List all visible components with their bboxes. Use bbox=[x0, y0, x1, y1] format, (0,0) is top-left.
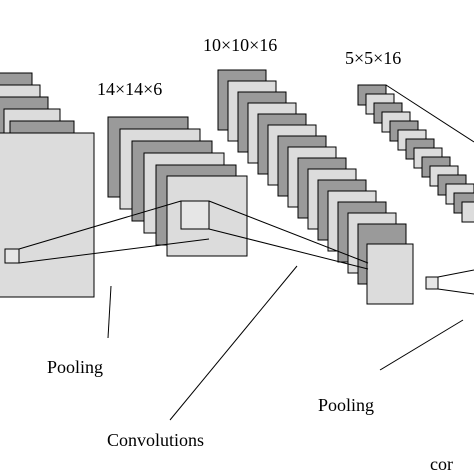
layer1-receptive-field bbox=[4, 248, 20, 264]
convolutions-leader bbox=[169, 265, 298, 421]
projection-line bbox=[208, 228, 369, 270]
layer2-dimension-label: 14×14×6 bbox=[97, 79, 162, 99]
labels: 14×14×6 10×10×16 5×5×16 Pooling Convolut… bbox=[47, 35, 453, 474]
partial-edge-label: cor bbox=[430, 454, 453, 474]
projection-line bbox=[208, 200, 369, 264]
projection-lines bbox=[18, 84, 474, 295]
projection-line bbox=[437, 288, 474, 295]
layer3-map bbox=[366, 243, 414, 305]
convolutions-label: Convolutions bbox=[107, 430, 204, 450]
projection-line bbox=[385, 84, 474, 143]
pooling-2-leader bbox=[379, 319, 464, 371]
layer2-feature-maps bbox=[107, 116, 248, 257]
layer4-map bbox=[461, 201, 474, 223]
layer1-feature-maps bbox=[0, 72, 95, 298]
pooling-label-2: Pooling bbox=[318, 395, 374, 415]
layer4-dimension-label: 5×5×16 bbox=[345, 48, 401, 68]
layer3-feature-maps bbox=[217, 69, 439, 305]
layer2-receptive-field bbox=[180, 200, 210, 230]
layer4-feature-maps bbox=[357, 84, 474, 223]
projection-line bbox=[437, 269, 474, 278]
layer3-receptive-field bbox=[425, 276, 439, 290]
pooling-1-leader bbox=[107, 285, 112, 339]
leader-lines bbox=[107, 265, 464, 421]
layer3-dimension-label: 10×10×16 bbox=[203, 35, 277, 55]
pooling-label-1: Pooling bbox=[47, 357, 103, 377]
projection-line bbox=[18, 238, 210, 264]
layer1-map bbox=[0, 132, 95, 298]
projection-line bbox=[18, 200, 182, 250]
